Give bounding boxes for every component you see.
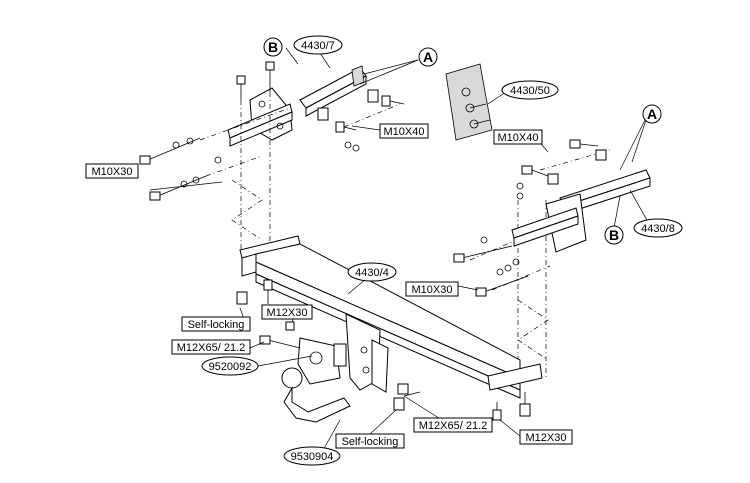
- label-self-locking-bottom: Self-locking: [342, 436, 399, 448]
- right-bracket-4430-8: [453, 139, 651, 297]
- label-m12x65-left: M12X65/ 21.2: [177, 342, 246, 354]
- callouts: B 4430/7 A 4430/50 A M10X40 M10X40 M10X3…: [85, 35, 683, 466]
- callout-a-right: A: [647, 106, 657, 122]
- callout-a-top: A: [423, 49, 433, 65]
- label-9520092: 9520092: [209, 361, 252, 373]
- callout-a-top-circle: [418, 47, 438, 67]
- callout-9520092-ellipse: [201, 356, 259, 376]
- callout-b-top: B: [268, 39, 278, 55]
- label-4430-50: 4430/50: [510, 85, 550, 97]
- callout-b-right: B: [609, 227, 619, 243]
- callout-4430-7-ellipse: [293, 35, 343, 55]
- inset-plate-4430-50: [445, 63, 493, 141]
- callout-4430-50-ellipse: [501, 80, 559, 100]
- callout-4430-4-ellipse: [347, 262, 397, 282]
- bottom-bolts: [236, 279, 531, 421]
- left-bracket-4430-7: [227, 65, 379, 147]
- box-m10x40-right: [493, 129, 543, 145]
- label-m12x30-bottom: M12X30: [526, 432, 567, 444]
- callout-4430-8-ellipse: [633, 218, 683, 238]
- callout-a-right-circle: [642, 104, 662, 124]
- box-m12x30-bottom: [519, 429, 573, 445]
- top-bolts: [236, 61, 405, 152]
- label-m12x65-bottom: M12X65/ 21.2: [419, 420, 488, 432]
- box-self-locking-bottom: [335, 433, 405, 449]
- label-m10x30-left: M10X30: [92, 166, 133, 178]
- label-9530904: 9530904: [291, 451, 334, 463]
- leader-lines: [149, 47, 649, 453]
- box-m12x30-left: [261, 304, 313, 320]
- label-4430-8: 4430/8: [641, 223, 675, 235]
- label-m10x40-right: M10X40: [498, 132, 539, 144]
- label-m12x30-left: M12X30: [267, 307, 308, 319]
- left-side-bolts: [139, 137, 222, 201]
- main-crossbar-4430-4: [239, 235, 543, 399]
- callout-b-right-circle: [604, 225, 624, 245]
- label-m10x30-right: M10X30: [412, 284, 453, 296]
- label-self-locking-left: Self-locking: [188, 319, 245, 331]
- label-4430-4: 4430/4: [355, 267, 389, 279]
- box-m10x40-top: [379, 123, 429, 139]
- box-m10x30-left: [85, 163, 139, 179]
- box-m12x65-bottom: [413, 417, 493, 433]
- box-self-locking-left: [181, 316, 251, 332]
- label-m10x40-top: M10X40: [384, 126, 425, 138]
- label-4430-7: 4430/7: [301, 40, 335, 52]
- box-m10x30-right: [405, 281, 459, 297]
- box-m12x65-left: [171, 339, 251, 355]
- tow-ball-assembly: [259, 335, 351, 423]
- callout-9530904-ellipse: [283, 446, 341, 466]
- callout-b-top-circle: [263, 37, 283, 57]
